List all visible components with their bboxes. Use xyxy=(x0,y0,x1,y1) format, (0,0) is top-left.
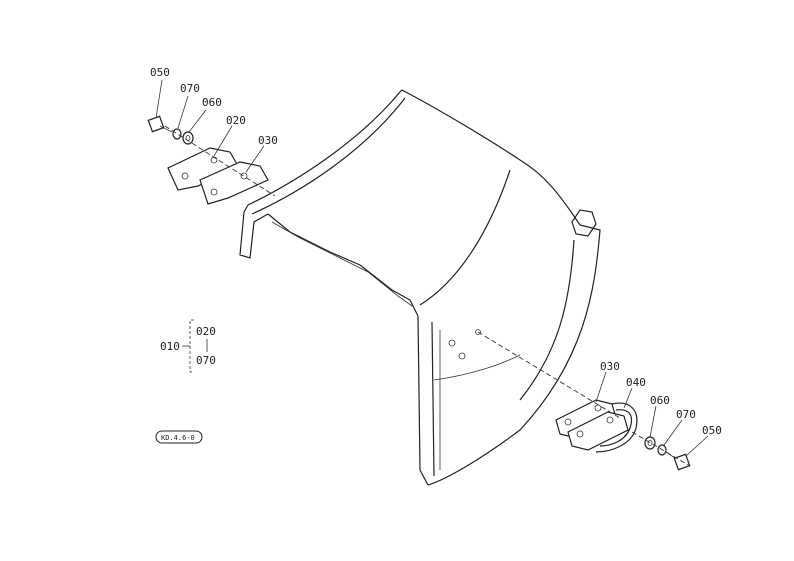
label-assy-020: 020 xyxy=(196,325,216,338)
label-upper-030: 030 xyxy=(258,134,278,147)
lower-washer-060 xyxy=(644,436,656,450)
figure-code: KD.4.6-0 xyxy=(161,434,195,442)
label-upper-050: 050 xyxy=(150,66,170,79)
assembly-axis-lines xyxy=(164,125,691,467)
label-lower-030: 030 xyxy=(600,360,620,373)
label-lower-060: 060 xyxy=(650,394,670,407)
label-assy-010: 010 xyxy=(160,340,180,353)
leader-lines xyxy=(155,79,709,457)
label-lower-040: 040 xyxy=(626,376,646,389)
label-lower-070: 070 xyxy=(676,408,696,421)
assembly-legend: 010 020 070 xyxy=(160,319,216,373)
upper-bolt-050 xyxy=(147,115,173,133)
lower-bracket-assembly xyxy=(555,399,638,453)
label-assy-070: 070 xyxy=(196,354,216,367)
label-upper-020: 020 xyxy=(226,114,246,127)
lower-bolt-050 xyxy=(665,451,691,471)
label-upper-070: 070 xyxy=(180,82,200,95)
upper-washer-060 xyxy=(182,131,194,145)
fender-cover xyxy=(239,89,601,486)
label-lower-050: 050 xyxy=(702,424,722,437)
upper-bracket-assembly xyxy=(167,147,269,205)
upper-washer-070 xyxy=(172,128,182,140)
label-upper-060: 060 xyxy=(202,96,222,109)
figure-code-stamp: KD.4.6-0 xyxy=(155,430,203,444)
